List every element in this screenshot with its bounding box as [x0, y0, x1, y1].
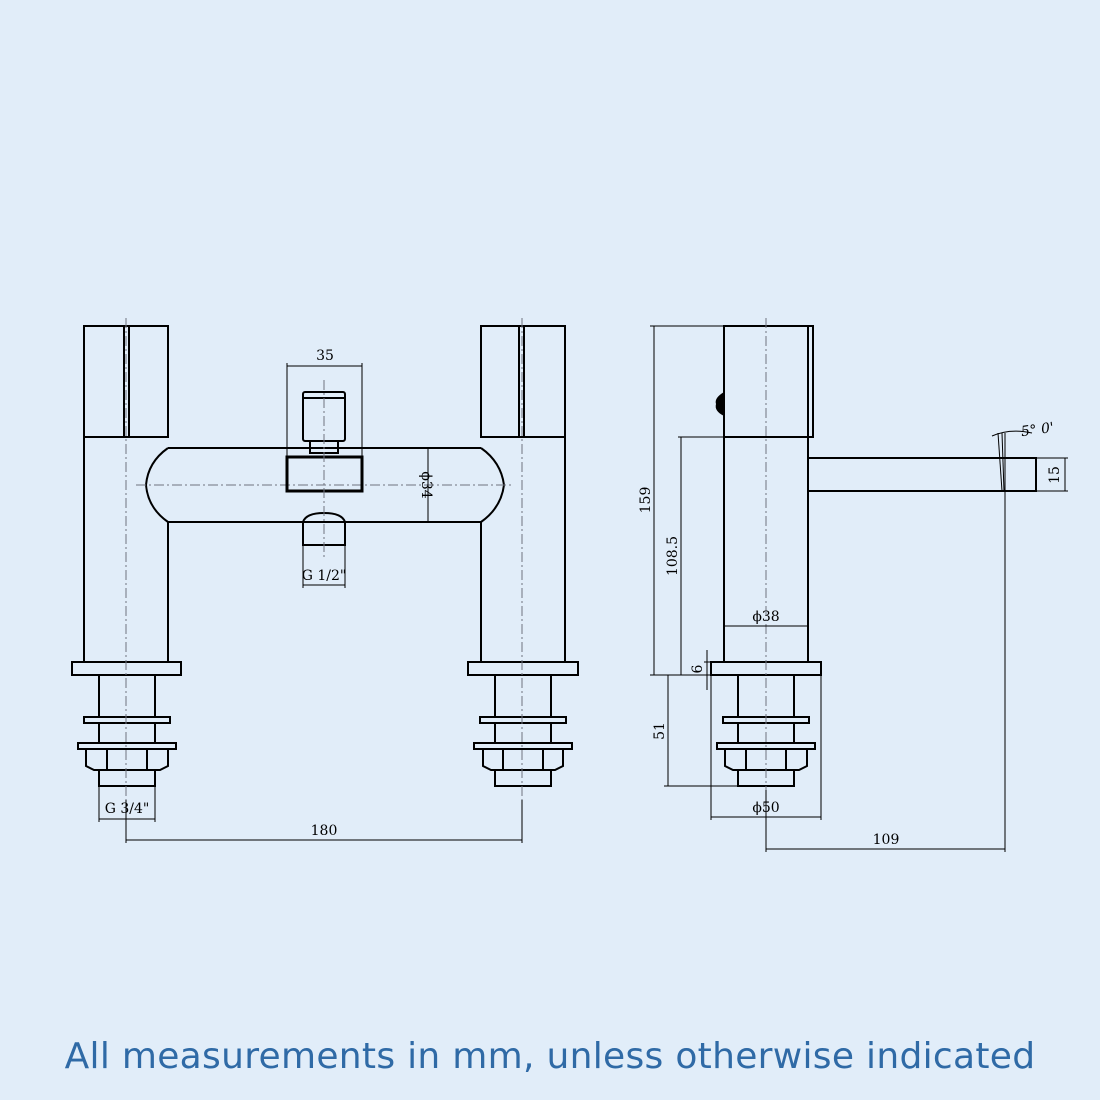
dim-spout-width: 35: [316, 348, 334, 364]
dim-spout-reach: 109: [873, 832, 900, 848]
measurement-note: All measurements in mm, unless otherwise…: [64, 1036, 1036, 1077]
dim-outlet-thread: G 1/2": [302, 568, 347, 584]
left-pillar: [71, 318, 182, 800]
dim-total-height: 159: [638, 487, 654, 514]
front-view: 35 ϕ34 G 1/2" G 3/4" 180: [71, 318, 579, 843]
dim-spout-height: 108.5: [665, 536, 681, 576]
dim-base-thickness: 6: [690, 664, 706, 673]
side-body: [710, 318, 1037, 790]
side-view: 159 108.5 6 51 ϕ38 ϕ50 10: [638, 318, 1068, 852]
dim-spout-angle: 5° 0': [1020, 420, 1055, 440]
right-pillar: [467, 318, 579, 800]
dim-centres: 180: [311, 823, 338, 839]
dim-handle-diameter: ϕ38: [752, 609, 779, 625]
dim-body-diameter: ϕ34: [418, 471, 434, 498]
side-dimensions: 159 108.5 6 51 ϕ38 ϕ50 10: [638, 325, 1068, 852]
dim-shank-length: 51: [652, 722, 668, 740]
spout-body: [136, 380, 514, 560]
dim-inlet-thread: G 3/4": [105, 801, 150, 817]
front-dimensions: 35 ϕ34 G 1/2" G 3/4" 180: [98, 348, 523, 843]
dim-spout-thickness: 15: [1047, 466, 1063, 484]
